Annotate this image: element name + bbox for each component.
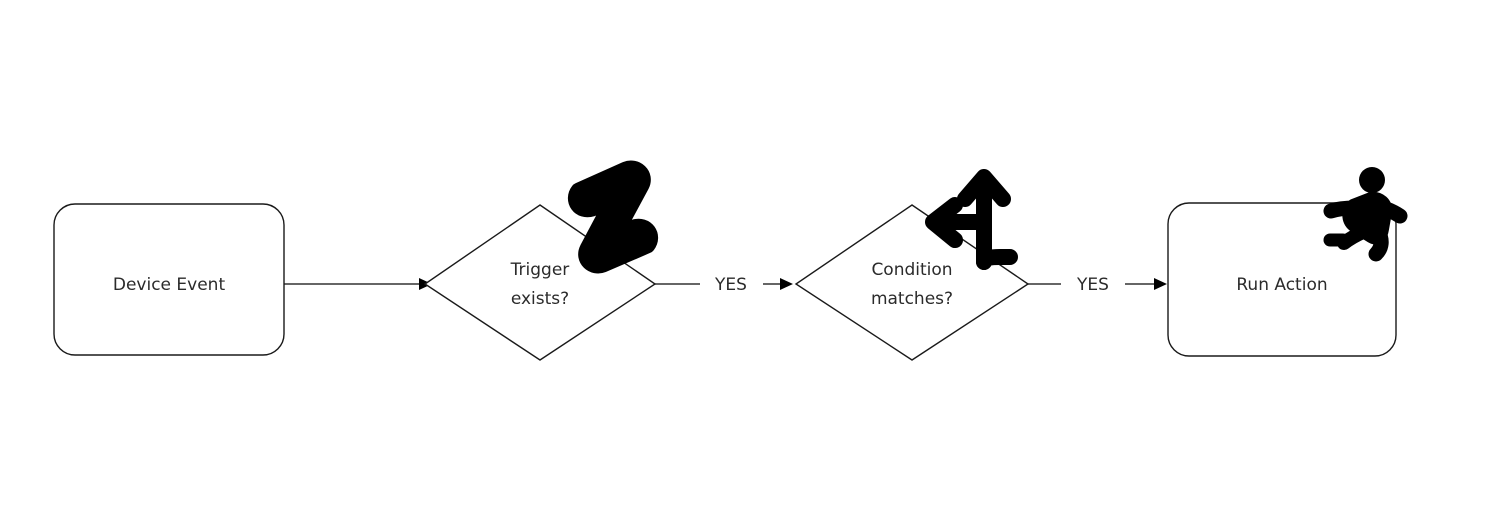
edge-condition-to-run-action: YES bbox=[1028, 275, 1167, 295]
edge-label-yes-2: YES bbox=[1076, 275, 1109, 295]
device-event-shape[interactable] bbox=[53, 203, 285, 356]
condition-matches-label-line2: matches? bbox=[871, 289, 953, 309]
condition-matches-label-line1: Condition bbox=[871, 260, 952, 280]
edge-device-event-to-trigger bbox=[284, 278, 432, 290]
arrowhead-icon-2 bbox=[780, 278, 793, 290]
condition-matches-shape[interactable] bbox=[794, 204, 1030, 361]
branch-arrow-icon bbox=[925, 169, 1018, 270]
edge-label-yes-1: YES bbox=[714, 275, 747, 295]
edge-trigger-to-condition: YES bbox=[655, 275, 793, 295]
node-condition-matches[interactable]: Condition matches? bbox=[794, 204, 1030, 361]
device-event-label: Device Event bbox=[113, 275, 226, 295]
node-device-event[interactable]: Device Event bbox=[53, 203, 285, 356]
run-action-label: Run Action bbox=[1236, 275, 1327, 295]
trigger-exists-label-line2: exists? bbox=[511, 289, 569, 309]
lightning-bolt-icon bbox=[567, 160, 659, 274]
trigger-exists-label-line1: Trigger bbox=[510, 260, 570, 280]
running-person-icon bbox=[1323, 167, 1408, 262]
arrowhead-icon-3 bbox=[1154, 278, 1167, 290]
